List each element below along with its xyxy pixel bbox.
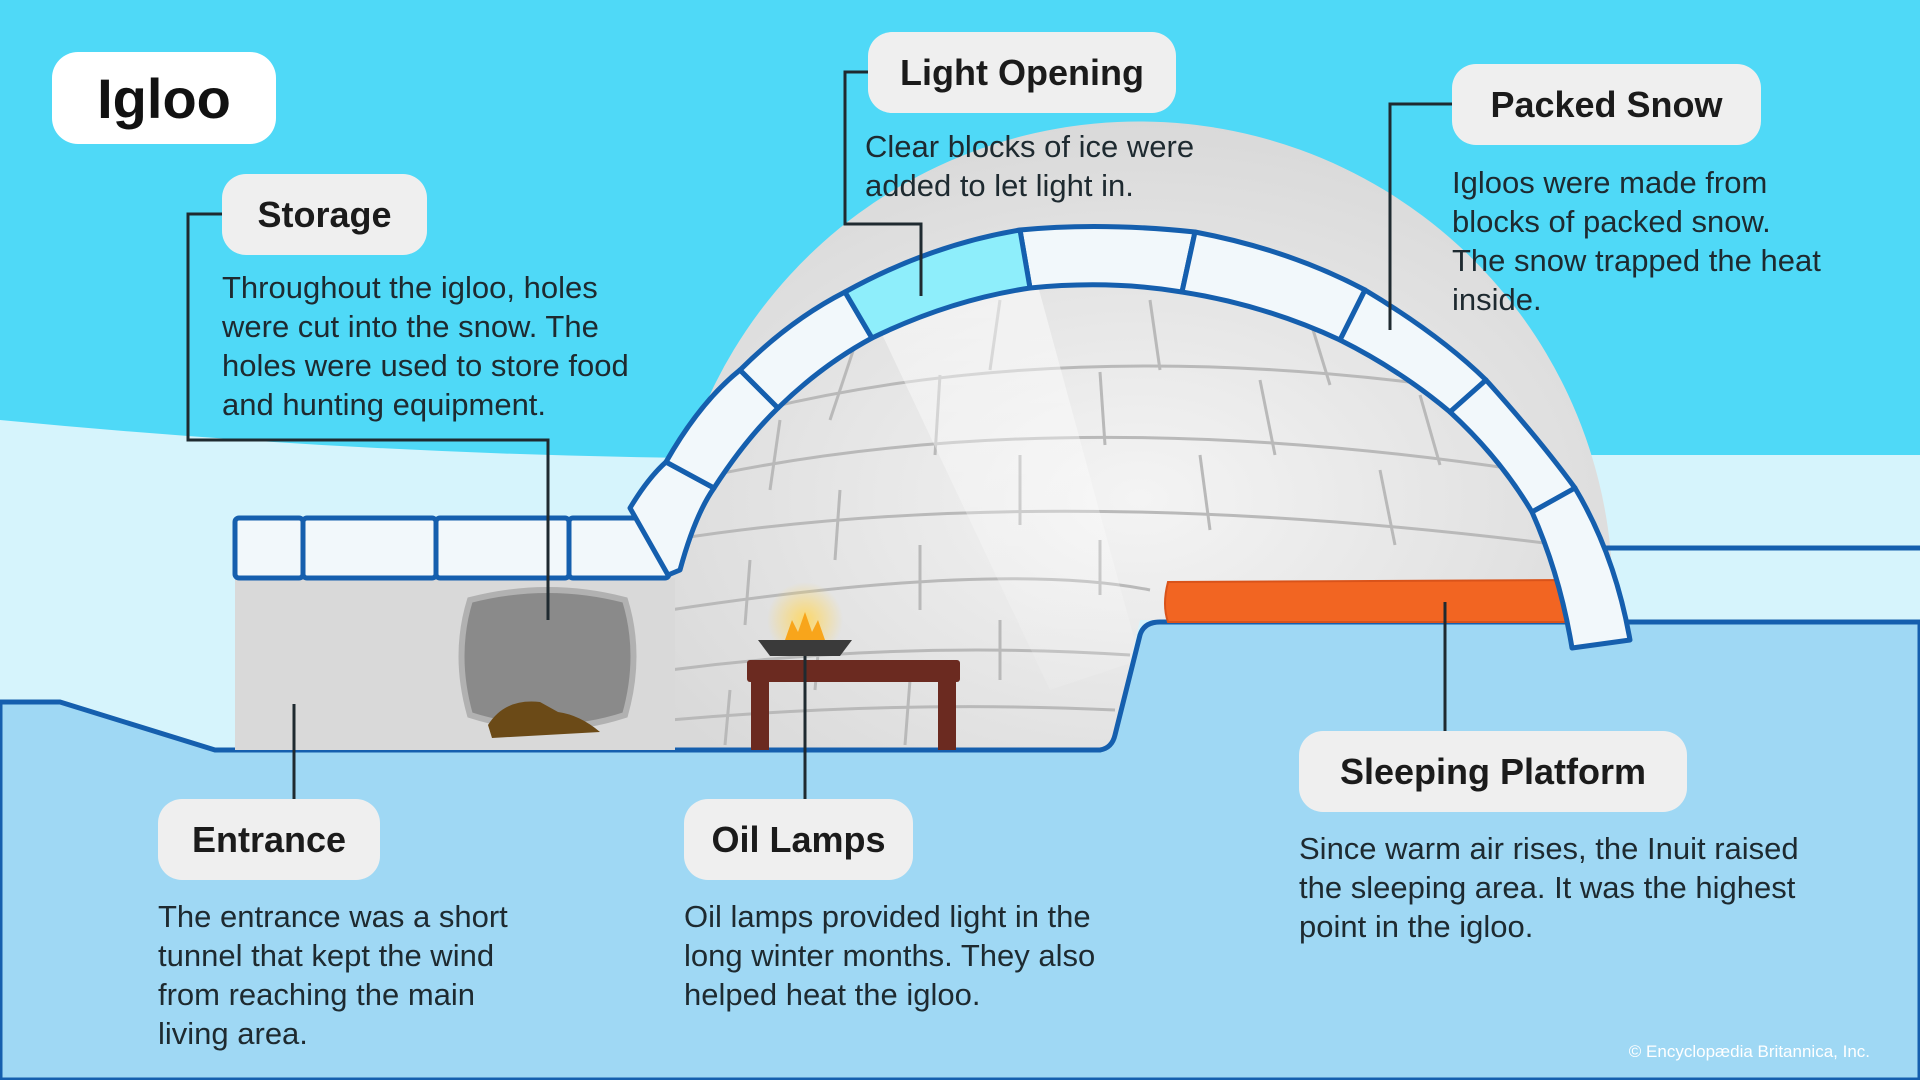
- ice-block: [842, 227, 1033, 341]
- tunnel-roof-blocks: [232, 515, 672, 581]
- dome-snow-blocks: [627, 223, 1633, 651]
- storage-description: Throughout the igloo, holes were cut int…: [222, 270, 629, 422]
- copyright-credit: © Encyclopædia Britannica, Inc.: [1628, 1042, 1870, 1061]
- storage-hole: [458, 587, 637, 738]
- leader-lines: [186, 70, 1452, 800]
- light-opening-description: Clear blocks of ice were added to let li…: [865, 129, 1195, 203]
- packed-snow-description: Igloos were made from blocks of packed s…: [1452, 165, 1821, 317]
- entrance-heading: Entrance: [158, 799, 380, 880]
- oil-lamps-heading: Oil Lamps: [684, 799, 913, 880]
- page-title: Igloo: [52, 52, 276, 144]
- entrance-description: The entrance was a short tunnel that kep…: [158, 899, 508, 1051]
- storage-heading: Storage: [222, 174, 427, 255]
- sleeping-platform-description: Since warm air rises, the Inuit raised t…: [1299, 831, 1799, 944]
- lamp-table: [747, 660, 960, 750]
- oil-lamps-description: Oil lamps provided light in the long win…: [684, 899, 1096, 1012]
- packed-snow-heading: Packed Snow: [1452, 64, 1761, 145]
- sleeping-platform-heading: Sleeping Platform: [1299, 731, 1687, 812]
- light-opening-heading: Light Opening: [868, 32, 1176, 113]
- sleeping-platform: [1164, 578, 1574, 623]
- light-beam: [880, 275, 1140, 690]
- oil-lamp: [758, 582, 852, 658]
